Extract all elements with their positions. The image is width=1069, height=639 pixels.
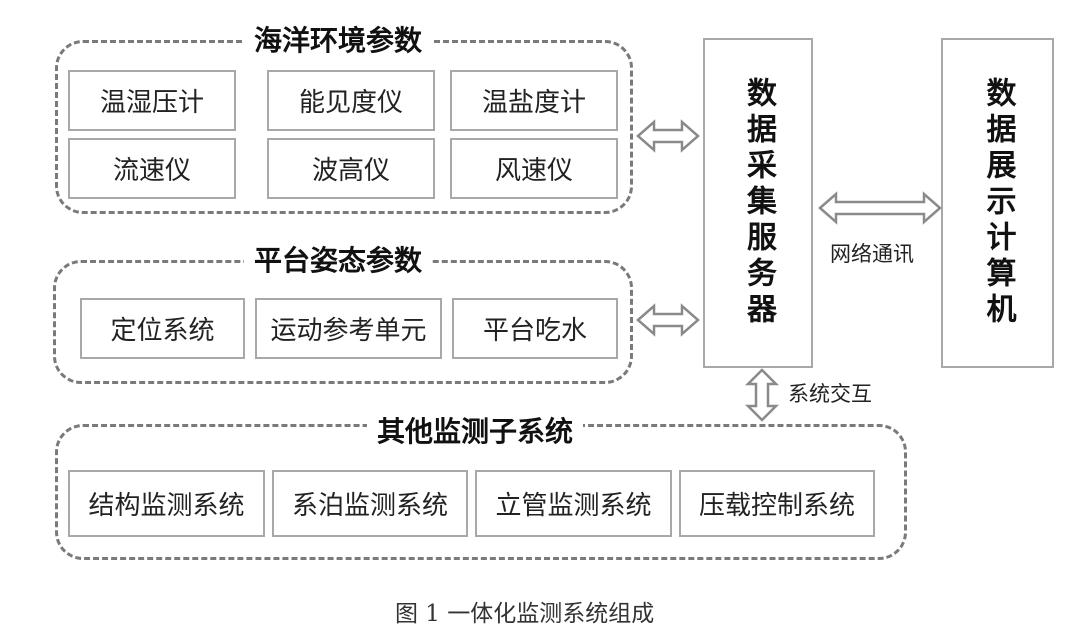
- data-acquisition-server-label: 数据采集服务器: [741, 77, 776, 329]
- other-subsystems-group-title: 其他监测子系统: [367, 415, 584, 449]
- data-display-computer: 数据展示计算机: [941, 38, 1054, 368]
- double-arrow-platform-server: [636, 303, 700, 337]
- double-arrow-ocean-server: [636, 119, 700, 153]
- node-structure-monitoring: 结构监测系统: [68, 470, 265, 537]
- node-platform-draft: 平台吃水: [452, 298, 618, 359]
- node-wave-height-meter: 波高仪: [267, 138, 435, 199]
- node-ballast-control: 压载控制系统: [679, 470, 875, 537]
- data-display-computer-label: 数据展示计算机: [980, 77, 1016, 329]
- node-visibility-meter: 能见度仪: [267, 70, 435, 131]
- node-positioning-system: 定位系统: [80, 298, 245, 359]
- data-acquisition-server: 数据采集服务器: [703, 38, 813, 368]
- node-mooring-monitoring: 系泊监测系统: [272, 470, 468, 537]
- node-riser-monitoring: 立管监测系统: [475, 470, 672, 537]
- node-temp-humidity-pressure: 温湿压计: [68, 70, 236, 131]
- node-current-meter: 流速仪: [68, 138, 236, 199]
- node-motion-reference-unit: 运动参考单元: [255, 298, 442, 359]
- double-arrow-server-display: [818, 191, 942, 225]
- node-temp-salinity-meter: 温盐度计: [450, 70, 618, 131]
- network-link-label: 网络通讯: [830, 242, 914, 266]
- interaction-link-label: 系统交互: [788, 382, 872, 406]
- figure-caption: 图 1 一体化监测系统组成: [395, 601, 655, 627]
- node-wind-speed-meter: 风速仪: [450, 138, 618, 199]
- platform-group-title: 平台姿态参数: [244, 244, 433, 278]
- double-arrow-server-other: [744, 368, 780, 422]
- ocean-group-title: 海洋环境参数: [244, 24, 433, 58]
